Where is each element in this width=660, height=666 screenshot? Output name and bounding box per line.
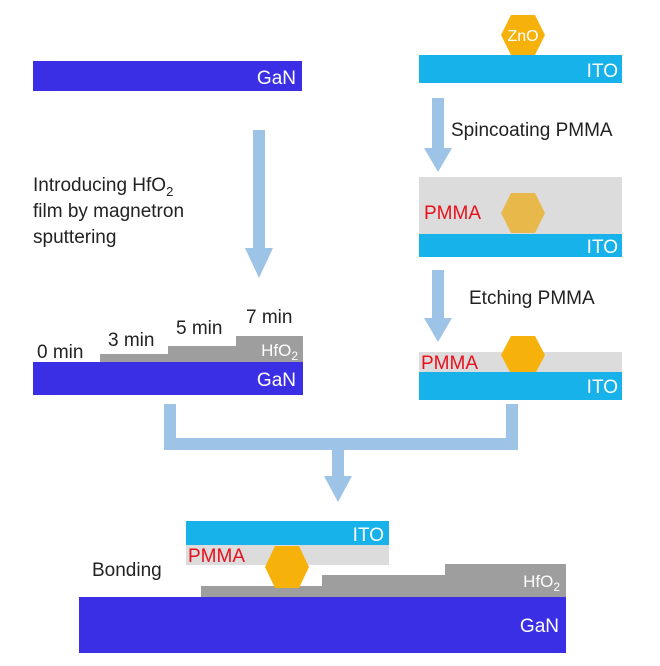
merge-down-head bbox=[324, 476, 352, 502]
hfo2-label-base: HfO bbox=[261, 341, 291, 360]
intro-line3: sputtering bbox=[33, 227, 116, 248]
ito-label: ITO bbox=[587, 61, 618, 82]
hfo2-label: HfO2 bbox=[523, 572, 560, 594]
ito-layer bbox=[186, 521, 389, 545]
ito-label: ITO bbox=[587, 237, 618, 258]
hfo2-steps bbox=[100, 336, 303, 362]
merge-down-shaft bbox=[332, 450, 344, 478]
ito-layer bbox=[419, 234, 622, 257]
ito-with-zno: ITO ZnO bbox=[419, 15, 622, 83]
intro-line1-subscript: 2 bbox=[166, 184, 173, 199]
step-bonding: Bonding bbox=[92, 560, 162, 581]
step-etching: Etching PMMA bbox=[469, 288, 595, 309]
gan-layer bbox=[33, 61, 302, 91]
zno-crystal-embedded bbox=[501, 193, 545, 233]
bonded-stack: ITO PMMA HfO2 GaN bbox=[79, 521, 566, 653]
ito-label: ITO bbox=[353, 525, 384, 546]
ito-layer bbox=[419, 372, 622, 400]
hfo2-label-base: HfO bbox=[523, 572, 553, 591]
time-5min: 5 min bbox=[176, 318, 222, 339]
ito-layer bbox=[419, 55, 622, 83]
right-arrow1-head bbox=[424, 148, 452, 172]
right-arrow2-shaft bbox=[432, 270, 444, 320]
zno-crystal-bonded bbox=[265, 546, 309, 588]
zno-label: ZnO bbox=[507, 28, 538, 45]
gan-label: GaN bbox=[520, 616, 559, 637]
hfo2-steps bbox=[201, 564, 566, 597]
gan-initial: GaN bbox=[33, 61, 302, 91]
time-7min: 7 min bbox=[246, 307, 292, 328]
right-arrow1-shaft bbox=[432, 98, 444, 150]
ito-label: ITO bbox=[587, 377, 618, 398]
pmma-label: PMMA bbox=[424, 203, 481, 224]
pmma-label: PMMA bbox=[421, 353, 478, 374]
time-3min: 3 min bbox=[108, 330, 154, 351]
intro-line2: film by magnetron bbox=[33, 201, 184, 222]
left-arrow-head bbox=[245, 248, 273, 278]
pmma-coated-stack: PMMA ITO bbox=[419, 177, 622, 258]
gan-label: GaN bbox=[257, 68, 296, 89]
gan-layer bbox=[79, 597, 566, 653]
right-arrow2-head bbox=[424, 318, 452, 342]
merge-horizontal bbox=[164, 438, 518, 450]
hfo2-label-subscript: 2 bbox=[291, 349, 298, 363]
intro-line1: Introducing HfO bbox=[33, 175, 166, 196]
time-0min: 0 min bbox=[37, 342, 83, 363]
step-spincoating: Spincoating PMMA bbox=[451, 120, 613, 141]
hfo2-label: HfO2 bbox=[261, 341, 298, 363]
gan-layer bbox=[33, 362, 303, 395]
svg-text:Introducing HfO2: Introducing HfO2 bbox=[33, 175, 173, 199]
hfo2-label-subscript: 2 bbox=[553, 580, 560, 594]
flow-arrows bbox=[164, 98, 518, 502]
hfo2-staircase: HfO2 GaN 0 min 3 min 5 min 7 min bbox=[33, 307, 303, 395]
zno-crystal-exposed bbox=[501, 336, 545, 374]
pmma-etched-stack: PMMA ITO bbox=[419, 336, 622, 400]
zno-crystal bbox=[501, 15, 545, 55]
pmma-label: PMMA bbox=[188, 546, 245, 567]
left-arrow-shaft bbox=[253, 130, 265, 252]
step-introducing-hfo2: Introducing HfO2 film by magnetron sputt… bbox=[33, 175, 184, 248]
gan-label: GaN bbox=[257, 370, 296, 391]
